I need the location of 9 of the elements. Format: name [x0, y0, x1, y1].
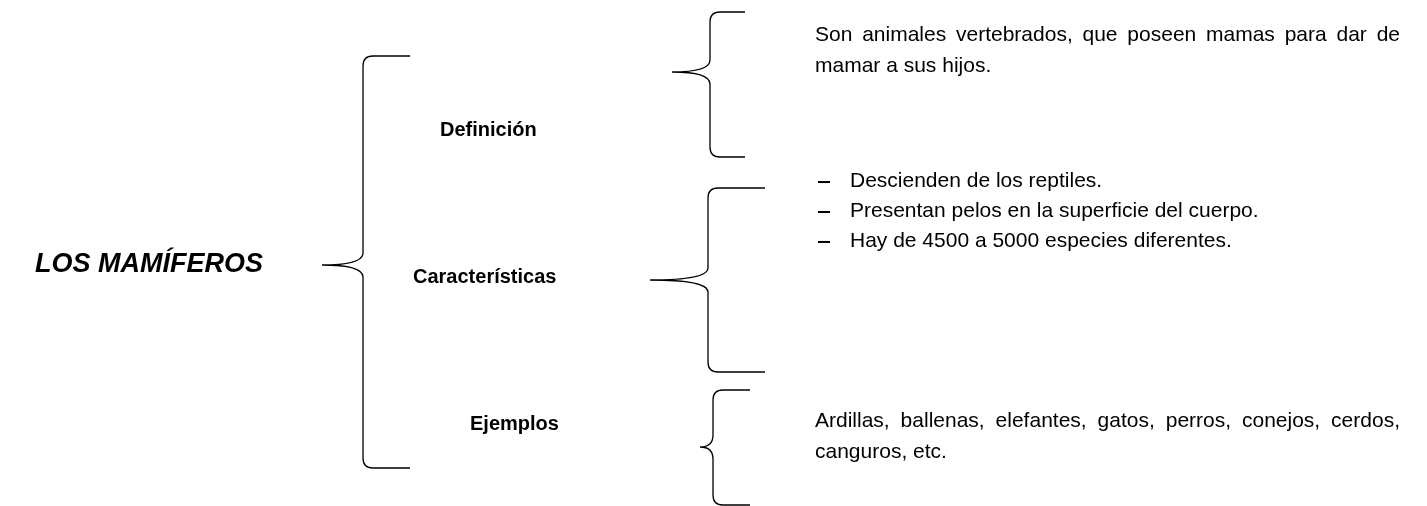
list-item-text: Presentan pelos en la superficie del cuerpo. — [850, 197, 1260, 223]
list-item-text: Descienden de los reptiles. — [850, 167, 1104, 193]
definition-text: Son animales vertebrados, que poseen mamas para dar de mamar a sus hijos. — [815, 18, 1400, 80]
title-text: LOS MAMÍFEROS — [35, 248, 285, 279]
list-item-text: Hay de 4500 a 5000 especies diferentes. — [850, 227, 1233, 253]
category-heading: Ejemplos — [470, 412, 600, 435]
category-heading: Características — [413, 265, 613, 288]
category-heading: Definición — [440, 118, 610, 141]
examples-text: Ardillas, ballenas, elefantes, gatos, perros, conejos, cerdos, canguros, etc. — [815, 404, 1400, 466]
